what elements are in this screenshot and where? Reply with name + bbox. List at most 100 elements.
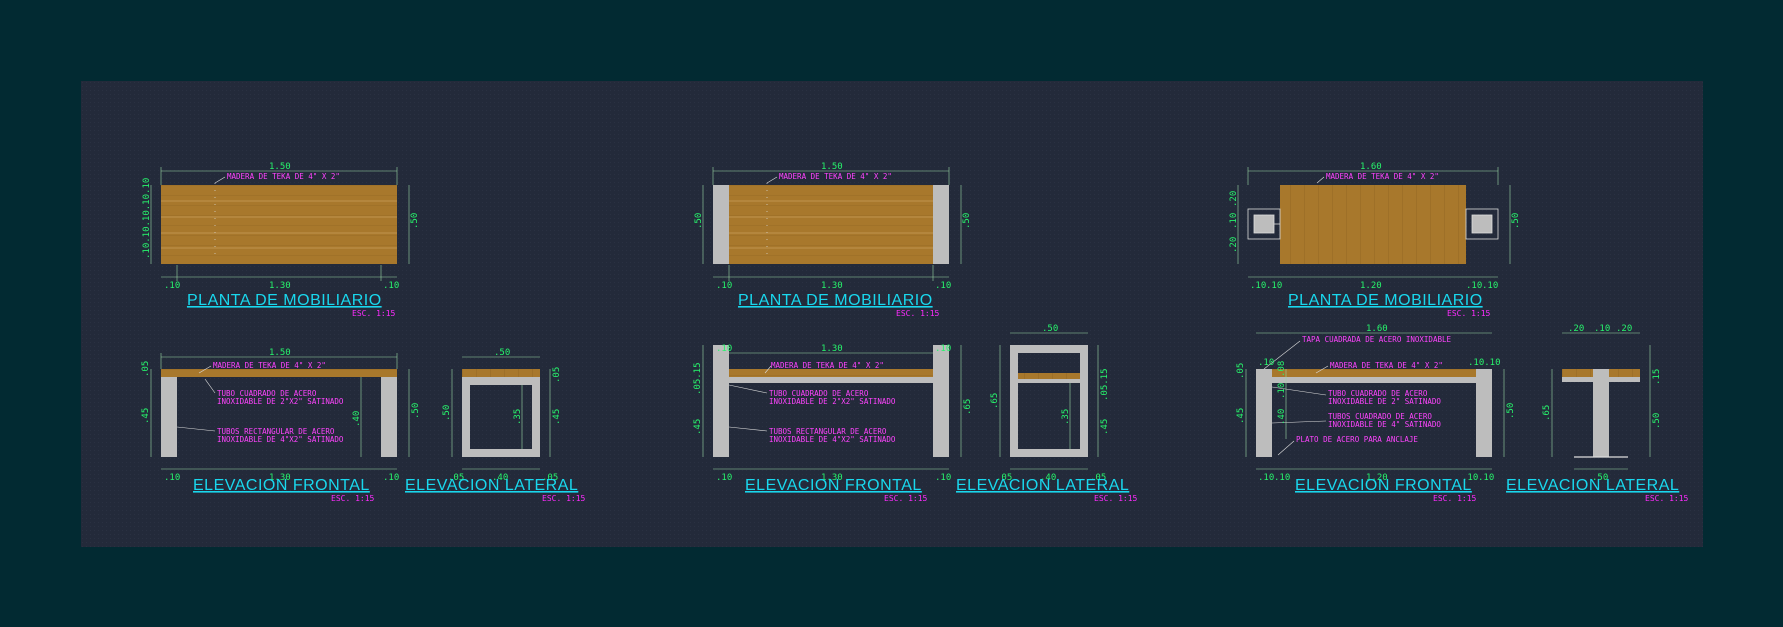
dim-bottom-right: .10 bbox=[383, 473, 399, 483]
front-scale: ESC. 1:15 bbox=[1433, 494, 1477, 503]
front-note-1: MADERA DE TEKA DE 4" X 2" bbox=[771, 361, 884, 370]
right-support bbox=[933, 185, 949, 264]
dim-bottom-right: .10 bbox=[1462, 473, 1478, 483]
front-note-3: TUBO CUADRADO DE ACERO bbox=[1328, 389, 1428, 398]
plan-scale: ESC. 1:15 bbox=[1447, 309, 1491, 318]
dim-right: .50 bbox=[1511, 213, 1521, 229]
dim-top-mid: .10 bbox=[1594, 324, 1610, 334]
dim-bottom-left: .05 bbox=[448, 473, 464, 483]
dim-bottom-mid: 1.30 bbox=[821, 473, 843, 483]
sheet-background bbox=[81, 81, 1703, 547]
front-note-2: TUBO CUADRADO DE ACERO bbox=[217, 389, 317, 398]
dim-inner-3: .40 bbox=[1277, 409, 1287, 425]
seat-section bbox=[1256, 369, 1492, 377]
plan-scale: ESC. 1:15 bbox=[352, 309, 396, 318]
dim-bottom-right-2: .10 bbox=[1478, 473, 1494, 483]
front-note-2: TUBO CUADRADO DE ACERO bbox=[769, 389, 869, 398]
front-scale: ESC. 1:15 bbox=[884, 494, 928, 503]
dim-top: .50 bbox=[494, 348, 510, 358]
view-2: MADERA DE TEKA DE 4" X 2" 1.50 .10 1.30 … bbox=[693, 162, 1138, 503]
dim-bottom-left: .10 bbox=[716, 281, 732, 291]
front-note-1: TAPA CUADRADA DE ACERO INOXIDABLE bbox=[1302, 335, 1451, 344]
dim-bottom-left: .10 bbox=[1250, 281, 1266, 291]
front-note-7: PLATO DE ACERO PARA ANCLAJE bbox=[1296, 435, 1418, 444]
dim-inner-2: .10 bbox=[1277, 383, 1287, 399]
plan-title: PLANTA DE MOBILIARIO bbox=[738, 292, 933, 309]
right-anchor bbox=[1465, 208, 1499, 240]
dim-left: .65 bbox=[1542, 405, 1552, 421]
dim-bottom-mid: .40 bbox=[492, 473, 508, 483]
plan-scale: ESC. 1:15 bbox=[896, 309, 940, 318]
dim-bottom-right: .05 bbox=[1090, 473, 1106, 483]
dim-bottom-right: .10 bbox=[935, 281, 951, 291]
view-3: MADERA DE TEKA DE 4" X 2" 1.60 .10 .10 1… bbox=[1229, 162, 1689, 503]
dim-left-bot: .20 bbox=[1229, 237, 1239, 253]
front-note-3: INOXIDABLE DE 2"X2" SATINADO bbox=[769, 397, 896, 406]
side-elevation-2: .50 .05 .40 .05 .65 .45 .05.15 .35 bbox=[990, 324, 1110, 483]
dim-top-right: .10.10 bbox=[1468, 358, 1501, 368]
dim-bottom-left: .10 bbox=[164, 281, 180, 291]
front-title: ELEVACION FRONTAL bbox=[193, 477, 370, 494]
dim-top-left: .20 bbox=[1568, 324, 1584, 334]
seat-section bbox=[729, 369, 933, 377]
dim-bottom-mid: 1.30 bbox=[269, 473, 291, 483]
side-scale: ESC. 1:15 bbox=[1094, 494, 1138, 503]
seat-section bbox=[161, 369, 397, 377]
front-note-4: TUBOS RECTANGULAR DE ACERO bbox=[217, 427, 335, 436]
left-post bbox=[713, 345, 729, 457]
dim-bottom-left-2: .10 bbox=[1266, 281, 1282, 291]
dim-right: .65 bbox=[963, 399, 973, 415]
dim-bottom: .50 bbox=[1592, 473, 1608, 483]
front-note-5: TUBOS CUADRADO DE ACERO bbox=[1328, 412, 1432, 421]
seat-end-right bbox=[1609, 369, 1640, 377]
seat-rail bbox=[1256, 377, 1492, 383]
plan-note: MADERA DE TEKA DE 4" X 2" bbox=[1326, 172, 1439, 181]
dim-bottom-left: .10 bbox=[1258, 473, 1274, 483]
center-post bbox=[1593, 369, 1609, 457]
dim-inner: .40 bbox=[352, 411, 362, 427]
dim-left: .45 bbox=[693, 419, 703, 435]
dim-top-right: .10 bbox=[935, 344, 951, 354]
dim-inner: .35 bbox=[513, 409, 523, 425]
dim-inner: .35 bbox=[1061, 409, 1071, 425]
left-support bbox=[713, 185, 729, 264]
plan-view-3: MADERA DE TEKA DE 4" X 2" 1.60 .10 .10 1… bbox=[1229, 162, 1521, 291]
right-leg bbox=[381, 377, 397, 457]
plan-title: PLANTA DE MOBILIARIO bbox=[1288, 292, 1483, 309]
front-note-4: INOXIDABLE DE 2" SATINADO bbox=[1328, 397, 1441, 406]
dim-bottom-mid: 1.20 bbox=[1360, 281, 1382, 291]
dim-top: 1.60 bbox=[1366, 324, 1388, 334]
dim-left-mid: .10 bbox=[1229, 213, 1239, 229]
dim-bottom-right: .10 bbox=[383, 281, 399, 291]
dim-right: .45 bbox=[1100, 419, 1110, 435]
side-scale: ESC. 1:15 bbox=[542, 494, 586, 503]
dim-top: 1.60 bbox=[1360, 162, 1382, 172]
front-note-6: INOXIDABLE DE 4" SATINADO bbox=[1328, 420, 1441, 429]
dim-top-left: .10 bbox=[1258, 358, 1274, 368]
seat-rail bbox=[729, 377, 933, 383]
dim-bottom-mid: .40 bbox=[1040, 473, 1056, 483]
dim-top: .50 bbox=[1042, 324, 1058, 334]
dim-right: .50 bbox=[1652, 413, 1662, 429]
plan-view-2: MADERA DE TEKA DE 4" X 2" 1.50 .10 1.30 … bbox=[694, 162, 972, 291]
front-title: ELEVACION FRONTAL bbox=[745, 477, 922, 494]
dim-top: 1.50 bbox=[269, 162, 291, 172]
dim-left: .10.10.10.10.10 bbox=[142, 178, 152, 259]
drawing-sheet: MADERA DE TEKA DE 4" X 2" 1.50 .10 1.30 … bbox=[81, 81, 1703, 547]
side-title: ELEVACION LATERAL bbox=[1506, 477, 1679, 494]
bench-seat-plan bbox=[161, 185, 397, 264]
seat-end bbox=[462, 369, 540, 377]
dim-right: .50 bbox=[962, 213, 972, 229]
dim-left: .45 bbox=[1236, 408, 1246, 424]
dim-top-left: .10 bbox=[716, 344, 732, 354]
dim-right: .50 bbox=[1506, 403, 1516, 419]
front-note-5: INOXIDABLE DE 4"X2" SATINADO bbox=[769, 435, 896, 444]
plan-view-1: MADERA DE TEKA DE 4" X 2" 1.50 .10 1.30 … bbox=[142, 162, 420, 291]
left-post bbox=[1256, 369, 1272, 457]
dim-bottom-mid: 1.20 bbox=[1366, 473, 1388, 483]
bench-seat-plan bbox=[1280, 185, 1466, 264]
dim-bottom-right-2: .10 bbox=[1482, 281, 1498, 291]
front-elevation-3: TAPA CUADRADA DE ACERO INOXIDABLE MADERA… bbox=[1236, 324, 1516, 483]
dim-bottom-right: .05 bbox=[542, 473, 558, 483]
dim-top-right: .20 bbox=[1616, 324, 1632, 334]
